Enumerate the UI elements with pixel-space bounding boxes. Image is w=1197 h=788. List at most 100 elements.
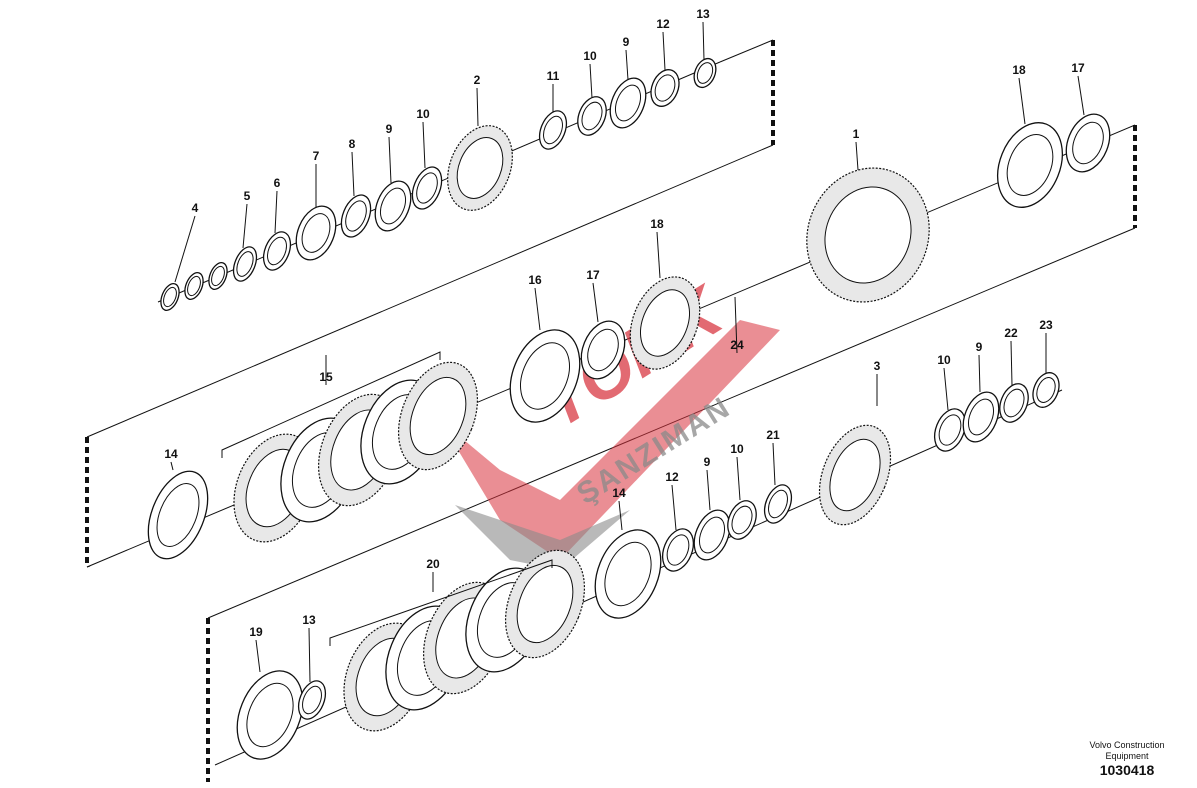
- part-inner-bore: [824, 186, 912, 284]
- ring-part: [340, 194, 372, 238]
- part-inner-bore: [301, 213, 331, 253]
- leader-line: [772, 442, 776, 486]
- callout-number: 13: [302, 613, 316, 627]
- callout-number: 20: [426, 557, 440, 571]
- callout-number: 19: [249, 625, 263, 639]
- leader-line: [534, 287, 541, 331]
- part-inner-bore: [604, 541, 652, 607]
- bearing-part: [962, 391, 1000, 443]
- callout-number: 17: [586, 268, 600, 282]
- leader-line: [308, 627, 311, 683]
- leader-line: [174, 215, 196, 283]
- bearing-part: [609, 77, 647, 129]
- part-inner-bore: [267, 236, 287, 266]
- part-inner-bore: [1006, 134, 1054, 196]
- callout-number: 16: [528, 273, 542, 287]
- part-inner-bore: [938, 414, 962, 446]
- part-inner-bore: [581, 101, 603, 131]
- watermark-logo-shape: [440, 320, 780, 560]
- part-inner-bore: [302, 685, 322, 715]
- leader-line: [242, 203, 248, 249]
- leader-line: [662, 31, 666, 71]
- gear-part: [504, 549, 586, 659]
- part-inner-bore: [1036, 377, 1056, 403]
- callout-number: 9: [976, 340, 983, 354]
- group-bracket: [329, 559, 553, 646]
- ring-part: [1032, 372, 1060, 408]
- callout-number: 10: [937, 353, 951, 367]
- callout-number: 23: [1039, 318, 1053, 332]
- part-inner-bore: [211, 265, 225, 287]
- callout-number: 3: [874, 359, 881, 373]
- watermark-logo-shape: [455, 505, 630, 570]
- leader-line: [855, 141, 859, 171]
- bearing-part: [509, 329, 581, 423]
- parts: [147, 57, 1111, 760]
- leader-line: [274, 190, 278, 234]
- callout-number: 22: [1004, 326, 1018, 340]
- ring-part: [594, 529, 662, 619]
- leader-line: [388, 136, 392, 184]
- callout-number: 14: [164, 447, 178, 461]
- callout-number: 9: [623, 35, 630, 49]
- part-inner-bore: [456, 137, 504, 199]
- part-inner-bore: [1003, 388, 1025, 418]
- part-inner-bore: [236, 251, 254, 277]
- part-inner-bore: [614, 84, 642, 122]
- gear-part: [806, 167, 930, 303]
- part-inner-bore: [640, 289, 690, 357]
- callout-number: 17: [1071, 61, 1085, 75]
- part-inner-bore: [516, 564, 574, 644]
- callout-number: 14: [612, 486, 626, 500]
- part-inner-bore: [967, 398, 995, 436]
- frame-line: [86, 144, 774, 438]
- callout-number: 4: [192, 201, 199, 215]
- leader-line: [1010, 340, 1013, 386]
- callout-number: 5: [244, 189, 251, 203]
- bearing-part: [374, 180, 412, 232]
- part-inner-bore: [416, 172, 438, 204]
- ring-part: [727, 500, 757, 540]
- ring-part: [232, 246, 258, 282]
- bearing-part: [997, 122, 1063, 208]
- drawing-number: 1030418: [1099, 762, 1155, 778]
- leader-line: [625, 49, 629, 81]
- leader-line: [255, 639, 261, 673]
- ring-part: [208, 262, 228, 290]
- callout-number: 1: [853, 127, 860, 141]
- part-inner-bore: [409, 376, 467, 456]
- callout-number: 6: [274, 176, 281, 190]
- callout-number: 21: [766, 428, 780, 442]
- leader-line: [618, 500, 623, 531]
- callout-number: 24: [730, 338, 744, 352]
- bearing-part: [236, 670, 304, 760]
- part-inner-bore: [666, 534, 690, 566]
- part-inner-bore: [520, 342, 570, 410]
- leader-line: [1018, 77, 1026, 125]
- ring-part: [650, 69, 680, 107]
- callout-number: 13: [696, 7, 710, 21]
- leader-line: [736, 456, 741, 501]
- callout-number: 12: [665, 470, 679, 484]
- part-inner-bore: [246, 682, 294, 748]
- callout-number: 9: [704, 455, 711, 469]
- part-inner-bore: [543, 115, 563, 145]
- callout-number: 10: [583, 49, 597, 63]
- part-inner-bore: [654, 74, 676, 102]
- callout-number: 8: [349, 137, 356, 151]
- bearing-part: [295, 205, 337, 261]
- part-inner-bore: [587, 328, 619, 372]
- frame-line: [719, 39, 774, 63]
- leader-line: [422, 121, 426, 169]
- callout-number: 18: [1012, 63, 1026, 77]
- ring-part: [577, 96, 607, 136]
- part-inner-bore: [696, 62, 714, 84]
- leader-line: [734, 296, 738, 354]
- group-bracket: [221, 351, 441, 458]
- leader-line: [706, 469, 711, 511]
- callout-number: 10: [730, 442, 744, 456]
- leader-line: [656, 231, 661, 279]
- leader-line: [1077, 75, 1085, 116]
